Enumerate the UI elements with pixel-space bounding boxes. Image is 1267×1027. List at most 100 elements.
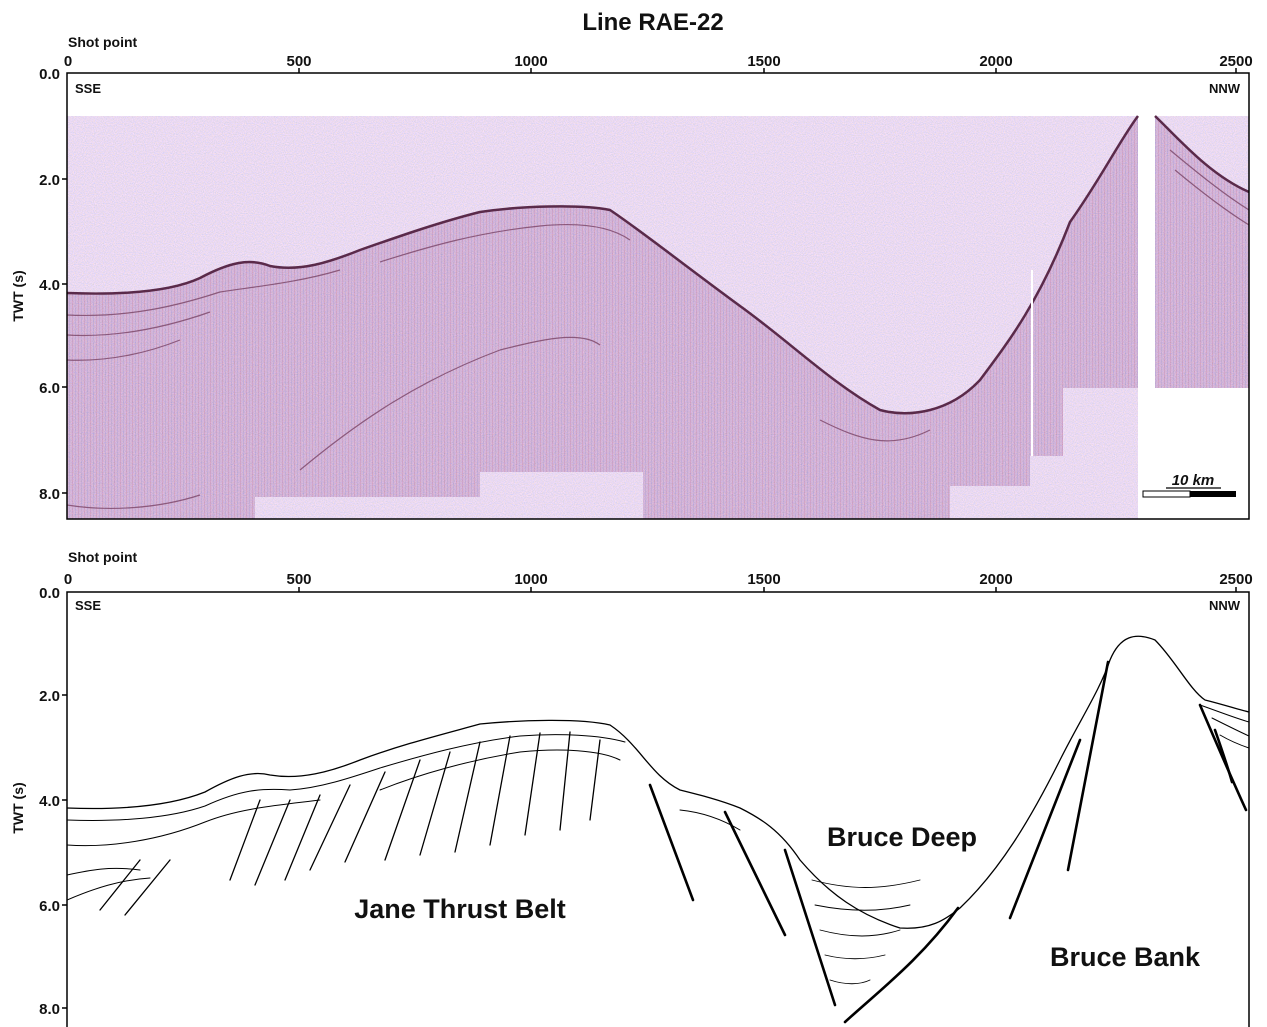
label-bruce-deep: Bruce Deep — [827, 822, 977, 852]
x-tick-labels-bottom: 0 500 1000 1500 2000 2500 — [64, 571, 1253, 588]
x-ticks-top — [298, 68, 1237, 73]
seismic-reflector — [67, 494, 201, 510]
seismic-reflectors — [67, 149, 1249, 510]
interpreted-seafloor — [67, 635, 1249, 929]
horizon — [1199, 704, 1249, 723]
x-tick-label: 500 — [286, 53, 311, 70]
seismic-reflector — [819, 419, 931, 442]
horizon — [1219, 734, 1249, 749]
thrust-belt-horizons — [67, 704, 1249, 901]
x-tick-label: 2500 — [1219, 53, 1252, 70]
thrust-fault — [489, 735, 511, 846]
seismic-section — [67, 115, 1249, 519]
normal-fault — [648, 783, 695, 902]
x-tick-label: 0 — [64, 53, 72, 70]
thrust-fault — [559, 731, 571, 831]
panel-frame-bottom — [66, 591, 1250, 1027]
label-jane-thrust-belt: Jane Thrust Belt — [354, 894, 566, 924]
y-tick-label: 4.0 — [39, 277, 60, 294]
horizon — [679, 809, 741, 831]
y-tick-label: 0.0 — [39, 585, 60, 602]
normal-fault — [843, 906, 960, 1024]
y-axis-label-bottom: TWT (s) — [10, 782, 26, 833]
seismic-reflector — [299, 349, 501, 471]
normal-fault — [783, 848, 837, 1007]
thrust-fault — [124, 859, 171, 916]
basin-fill-horizons — [811, 879, 921, 985]
x-tick-label: 1500 — [747, 571, 780, 588]
panel-frame-top — [66, 72, 1250, 520]
normal-fault — [1198, 703, 1248, 812]
y-tick-label: 4.0 — [39, 793, 60, 810]
interpretation-panel: Shot point 0 500 1000 1500 2000 2500 0.0… — [10, 549, 1253, 1027]
seismic-noise — [67, 116, 1138, 519]
thrust-fault — [284, 794, 321, 881]
normal-faults — [648, 660, 1248, 1024]
scale-bar: 10 km — [1142, 472, 1236, 498]
y-tick-label: 0.0 — [39, 66, 60, 83]
y-axis-label-top: TWT (s) — [10, 270, 26, 321]
y-tick-labels-top: 0.0 2.0 4.0 6.0 8.0 — [39, 66, 60, 503]
thrust-fault — [344, 771, 386, 863]
figure-title: Line RAE-22 — [582, 9, 723, 36]
x-tick-label: 2000 — [979, 571, 1012, 588]
x-tick-label: 1500 — [747, 53, 780, 70]
seismic-reflector — [67, 311, 211, 337]
y-tick-label: 6.0 — [39, 380, 60, 397]
thrust-fault — [524, 732, 541, 836]
orientation-right-top: NNW — [1209, 81, 1241, 96]
x-tick-label: 2000 — [979, 53, 1012, 70]
horizon — [1211, 717, 1249, 737]
horizon — [811, 879, 921, 888]
normal-fault — [1213, 728, 1234, 784]
seismic-reflector — [1169, 149, 1249, 211]
thrust-fault — [229, 799, 261, 881]
horizon — [379, 749, 621, 791]
y-tick-label: 8.0 — [39, 486, 60, 503]
interpretation-linework — [67, 635, 1249, 1024]
seismic-panel: Shot point 0 500 1000 1500 2000 2500 0.0… — [10, 34, 1253, 520]
orientation-right-bottom: NNW — [1209, 598, 1241, 613]
x-axis-label-bottom: Shot point — [68, 549, 138, 565]
y-tick-label: 8.0 — [39, 1001, 60, 1018]
x-tick-label: 2500 — [1219, 571, 1252, 588]
x-tick-label: 500 — [286, 571, 311, 588]
normal-fault — [723, 810, 787, 937]
scale-bar-white — [1142, 490, 1191, 498]
thrust-fault — [454, 741, 481, 853]
horizon — [829, 979, 871, 985]
horizon — [814, 904, 911, 911]
y-tick-label: 6.0 — [39, 898, 60, 915]
label-bruce-bank: Bruce Bank — [1050, 942, 1201, 972]
y-tick-label: 2.0 — [39, 688, 60, 705]
thrust-faults — [99, 731, 601, 916]
y-tick-labels-bottom: 0.0 2.0 4.0 6.0 8.0 — [39, 585, 60, 1018]
thrust-fault — [384, 759, 421, 861]
x-tick-labels-top: 0 500 1000 1500 2000 2500 — [64, 53, 1253, 70]
seismic-reflector — [379, 223, 631, 263]
thrust-fault — [589, 739, 601, 821]
normal-fault — [1066, 660, 1110, 872]
orientation-left-top: SSE — [75, 81, 101, 96]
x-ticks-bottom — [298, 587, 1237, 592]
thrust-fault — [419, 751, 451, 856]
scale-bar-black — [1190, 491, 1236, 497]
normal-fault — [1008, 738, 1082, 920]
x-tick-label: 1000 — [514, 571, 547, 588]
horizon — [67, 734, 626, 821]
seismic-reflector — [1174, 169, 1249, 226]
seismic-reflector — [499, 336, 601, 351]
horizon — [819, 929, 901, 937]
thrust-fault — [254, 799, 291, 886]
horizon — [67, 799, 321, 847]
seismic-noise-right — [1155, 116, 1249, 388]
orientation-left-bottom: SSE — [75, 598, 101, 613]
thrust-fault — [309, 784, 351, 871]
horizon — [67, 877, 151, 901]
seismic-reflector — [67, 339, 181, 361]
y-tick-label: 2.0 — [39, 172, 60, 189]
x-tick-label: 1000 — [514, 53, 547, 70]
y-ticks-bottom — [62, 694, 67, 1009]
scale-bar-label: 10 km — [1172, 472, 1215, 489]
y-ticks-top — [62, 178, 67, 494]
